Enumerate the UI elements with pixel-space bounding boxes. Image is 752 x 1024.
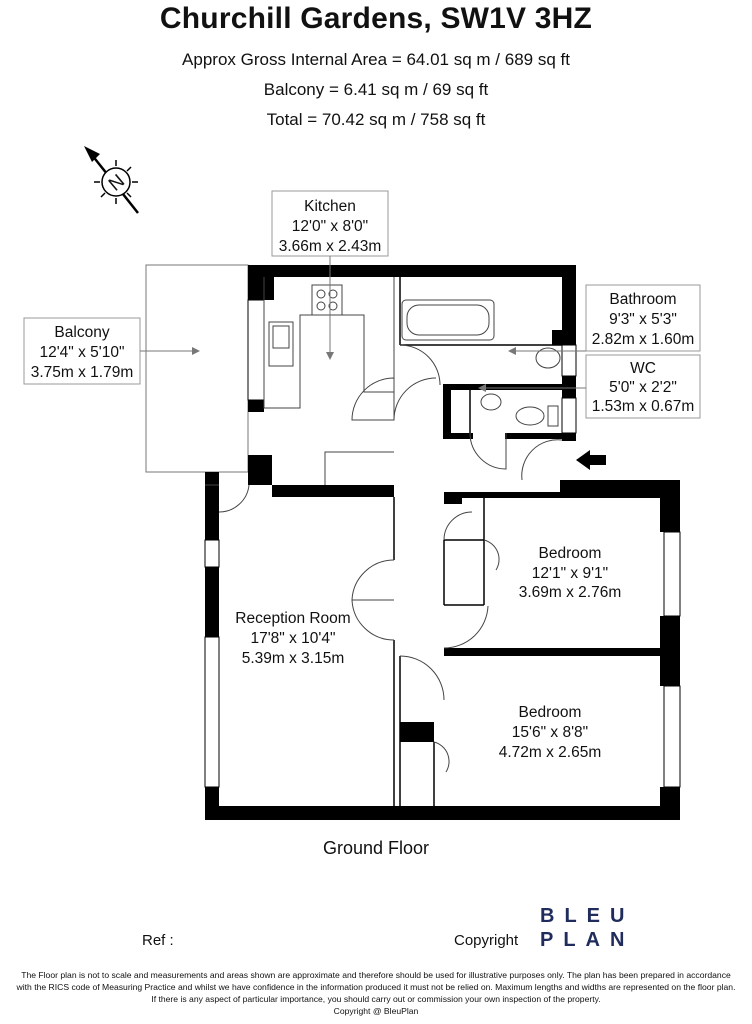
balcony-metric: 3.75m x 1.79m [31,364,134,381]
bedroom2-imperial: 15'6" x 8'8" [512,724,588,741]
bedroom1-imperial: 12'1" x 9'1" [532,565,608,582]
total-area: Total = 70.42 sq m / 758 sq ft [266,110,486,129]
kitchen-name: Kitchen [304,198,356,215]
disclaimer-line: If there is any aspect of particular imp… [151,994,601,1004]
wc-name: WC [630,360,656,377]
bedroom1-metric: 3.69m x 2.76m [519,584,622,601]
floor-label: Ground Floor [322,838,430,858]
page-title: Churchill Gardens, SW1V 3HZ [159,2,593,35]
logo-line1: BLEU [540,905,635,927]
copyright-label: Copyright [454,932,519,949]
entrance-arrow-icon [576,450,606,470]
balcony-name: Balcony [54,324,109,341]
bleuplan-logo: BLEU PLAN [540,904,634,952]
bedroom2-name: Bedroom [519,704,582,721]
bedroom2-metric: 4.72m x 2.65m [499,744,602,761]
wc-imperial: 5'0" x 2'2" [609,379,677,396]
disclaimer-line: Copyright @ BleuPlan [333,1006,419,1016]
balcony-area: Balcony = 6.41 sq m / 69 sq ft [263,80,489,99]
reception-metric: 5.39m x 3.15m [242,650,345,667]
reception-imperial: 17'8" x 10'4" [250,630,335,647]
balcony-imperial: 12'4" x 5'10" [39,344,124,361]
gross-internal-area: Approx Gross Internal Area = 64.01 sq m … [182,50,570,69]
kitchen-metric: 3.66m x 2.43m [279,238,382,255]
bathroom-metric: 2.82m x 1.60m [592,331,695,348]
logo-line2: PLAN [540,929,635,951]
bedroom1-name: Bedroom [539,545,602,562]
compass-icon: N [84,146,139,214]
disclaimer-line: with the RICS code of Measuring Practice… [16,982,736,992]
reception-name: Reception Room [235,610,350,627]
ref-label: Ref : [142,932,174,949]
bathroom-imperial: 9'3" x 5'3" [609,311,677,328]
disclaimer-line: The Floor plan is not to scale and measu… [21,970,731,980]
bathroom-name: Bathroom [609,291,676,308]
disclaimer: The Floor plan is not to scale and measu… [0,969,752,1017]
kitchen-imperial: 12'0" x 8'0" [292,218,368,235]
wc-metric: 1.53m x 0.67m [592,398,695,415]
